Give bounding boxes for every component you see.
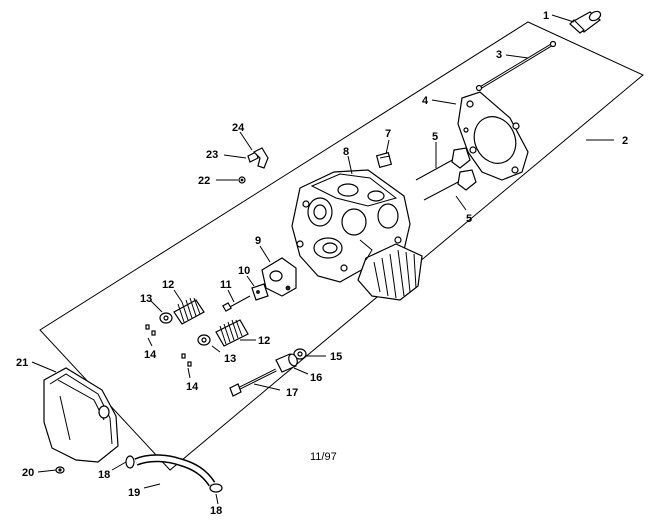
callout-19: 19 [128,487,140,499]
assembly-boundary [39,21,644,471]
part-14-keepers-upper [145,324,156,336]
part-13-retainer-lower [197,334,211,346]
callout-20: 20 [22,467,34,479]
callout-13a: 13 [140,293,152,305]
callout-21: 21 [16,357,28,369]
callout-18a: 18 [98,469,110,481]
callout-9: 9 [255,235,261,247]
part-9-rocker-bracket [261,257,297,297]
callout-18b: 18 [210,505,222,517]
part-22-nut [238,176,246,184]
part-24-clip [252,147,269,169]
callout-24: 24 [232,122,245,134]
callout-10: 10 [238,265,250,277]
part-21-valve-cover [43,367,119,463]
part-23-pin [247,151,259,163]
diagram-caption: 11/97 [310,451,337,463]
part-10-nut [251,283,269,301]
part-4-head-gasket [457,91,529,181]
part-16-spacer [275,353,298,373]
callout-8: 8 [343,146,349,158]
callout-12a: 12 [162,279,174,291]
part-20-screw [55,466,65,474]
part-18-clamp-lower [209,483,223,493]
callout-12b: 12 [258,335,270,347]
part-1-sleeve [569,10,602,34]
callout-2: 2 [622,135,628,147]
callout-5b: 5 [466,213,472,225]
callout-14b: 14 [186,381,199,393]
callout-14a: 14 [144,349,157,361]
leader-lines [31,14,614,505]
part-12-spring-upper [173,297,205,325]
callout-22: 22 [198,175,210,187]
callout-17: 17 [286,387,298,399]
callout-labels: 1 2 3 4 5 5 7 8 9 10 11 12 12 13 13 14 1… [16,10,628,517]
callout-3: 3 [496,49,502,61]
callout-4: 4 [422,95,429,107]
callout-13b: 13 [224,353,236,365]
part-5-valve [415,147,471,181]
callout-1: 1 [543,10,549,22]
part-13-retainer-upper [159,312,173,324]
part-3-push-rod [475,40,557,92]
callout-23: 23 [206,149,218,161]
part-11-screw [222,295,251,312]
callout-15: 15 [330,351,342,363]
part-15-washer [293,348,307,360]
part-17-bolt [229,368,277,397]
part-7-plug [375,151,393,169]
part-18-clamp-upper [125,455,135,469]
part-6-valve [423,169,477,201]
callout-11: 11 [220,279,232,291]
callout-7: 7 [385,128,391,140]
callout-5a: 5 [432,131,438,143]
callout-16: 16 [310,372,322,384]
part-12-spring-lower [215,319,249,347]
part-14-keepers-lower [181,353,192,367]
part-19-breather-hose [134,454,216,487]
part-8-cylinder-head [291,169,423,301]
